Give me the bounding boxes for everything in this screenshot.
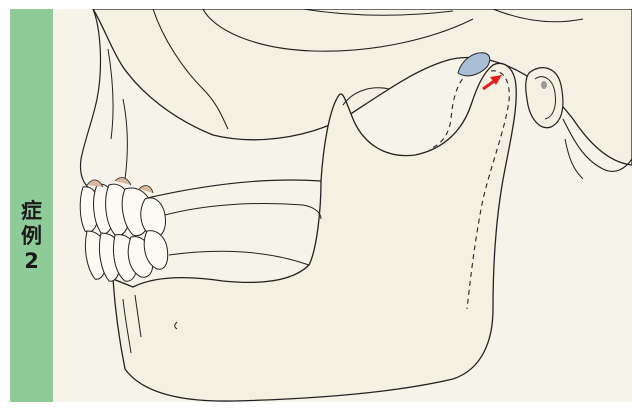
jaw-illustration [53,9,632,402]
mastoid-line-2 [565,139,583,179]
case-label: 症 例 2 [10,199,53,274]
occlusal-line-lower [169,251,309,265]
ear-dot [541,81,547,89]
upper-teeth [80,178,165,238]
case-label-number: 2 [10,249,53,274]
case-label-band: 症 例 2 [10,9,53,402]
nasal-line [108,49,113,139]
case-label-char-2: 例 [10,224,53,249]
lower-teeth [85,231,167,282]
case-label-char-1: 症 [10,199,53,224]
illustration-panel [53,9,632,402]
nasal-line-2 [123,99,127,179]
occlusal-line [165,203,321,219]
